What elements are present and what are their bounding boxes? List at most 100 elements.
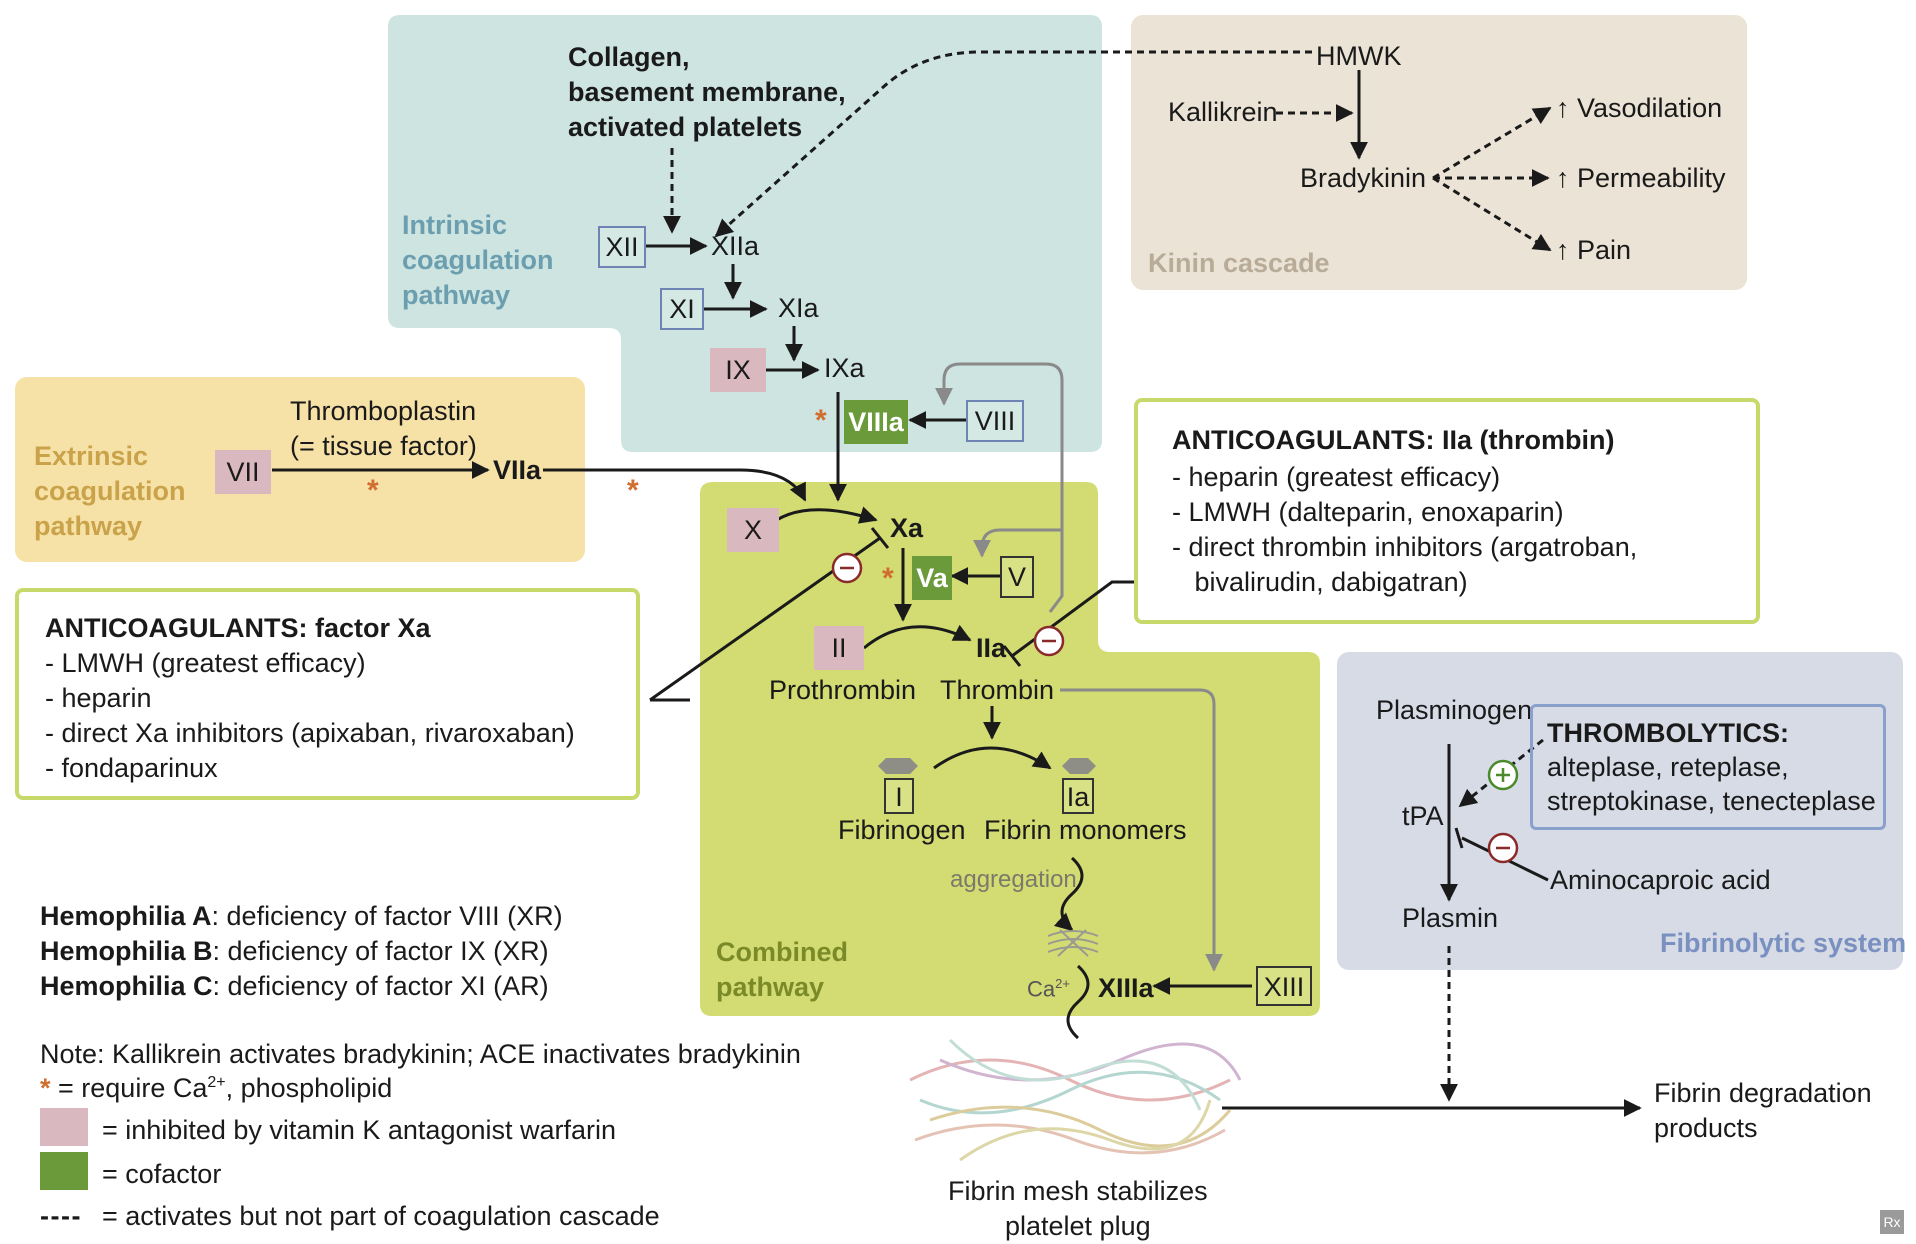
- thrombin-label: Thrombin: [940, 675, 1055, 705]
- arrow-thrombin-to-v: [973, 528, 1062, 558]
- legend-pink-text: = inhibited by vitamin K antagonist warf…: [102, 1115, 617, 1145]
- factor-i: I: [884, 778, 914, 814]
- factor-va: Va: [912, 556, 952, 600]
- hemophilia-b: Hemophilia B: deficiency of factor IX (X…: [40, 936, 549, 966]
- fibrin-hexagon: [1062, 758, 1096, 774]
- anticoagulants-iia-box: ANTICOAGULANTS: IIa (thrombin) - heparin…: [1134, 398, 1760, 624]
- arrow-ca-squiggle: [1066, 964, 1090, 1040]
- legend-note: Note: Kallikrein activates bradykinin; A…: [40, 1039, 801, 1069]
- factor-xi: XI: [660, 288, 704, 330]
- arrow-x-to-xa: [764, 506, 878, 530]
- fibrinogen-label: Fibrinogen: [838, 815, 966, 845]
- legend-star: * = require Ca2+, phospholipid: [40, 1073, 393, 1103]
- arrow-aggregation: [1053, 856, 1084, 932]
- star-xa: *: [882, 562, 894, 595]
- anticoag-xa-item: - direct Xa inhibitors (apixaban, rivaro…: [45, 718, 575, 748]
- factor-xa: Xa: [890, 513, 924, 543]
- anticoag-iia-item: - heparin (greatest efficacy): [1172, 462, 1501, 492]
- factor-xiii: XIII: [1256, 966, 1312, 1006]
- intrinsic-label: Intrinsic coagulation pathway: [402, 210, 554, 311]
- fibrinolytic-label: Fibrinolytic system: [1660, 928, 1907, 958]
- corner-rx-mark: Rx: [1880, 1210, 1904, 1234]
- fibrinolytic-region: [1337, 652, 1903, 970]
- fibrin-mesh-label: Fibrin mesh stabilizes platelet plug: [948, 1176, 1208, 1241]
- anticoag-xa-item: - heparin: [45, 683, 152, 713]
- fibrin-mesh-icon: [909, 1038, 1242, 1162]
- fibrinogen-hexagon: [878, 758, 918, 774]
- plus-circle-thrombolytics: [1487, 759, 1519, 791]
- legend-dashed-glyph: - - - -: [40, 1201, 81, 1231]
- kinin-label: Kinin cascade: [1148, 248, 1330, 278]
- fibrin-monomers-label: Fibrin monomers: [984, 815, 1187, 845]
- anticoagulants-xa-title: ANTICOAGULANTS: factor Xa: [45, 613, 431, 643]
- legend-green-swatch: [40, 1152, 88, 1190]
- thromboplastin-label: Thromboplastin (= tissue factor): [290, 396, 477, 461]
- factor-xii: XII: [598, 226, 646, 268]
- crosslink-fibers-icon: [1047, 929, 1099, 957]
- hmwk-label: HMWK: [1316, 41, 1402, 71]
- plasminogen-label: Plasminogen: [1376, 695, 1533, 725]
- thrombolytics-line1: alteplase, reteplase,: [1547, 752, 1789, 782]
- factor-xiia: XIIa: [711, 231, 760, 261]
- anticoag-xa-item: - fondaparinux: [45, 753, 218, 783]
- factor-xia: XIa: [778, 293, 819, 323]
- minus-circle-xa: [831, 552, 863, 584]
- aminocaproic-label: Aminocaproic acid: [1550, 865, 1771, 895]
- hemophilia-c: Hemophilia C: deficiency of factor XI (A…: [40, 971, 549, 1001]
- star-viia: *: [627, 474, 639, 507]
- arrow-i-to-ia: [933, 746, 1052, 770]
- anticoag-iia-item: bivalirudin, dabigatran): [1172, 567, 1468, 597]
- factor-x: X: [727, 508, 779, 552]
- vasodilation-label: ↑ Vasodilation: [1556, 93, 1723, 123]
- pain-label: ↑ Pain: [1556, 235, 1632, 265]
- intrinsic-region: [388, 15, 1102, 452]
- factor-ixa: IXa: [824, 353, 865, 383]
- plasmin-label: Plasmin: [1402, 903, 1499, 933]
- bradykinin-label: Bradykinin: [1300, 163, 1427, 193]
- permeability-label: ↑ Permeability: [1556, 163, 1726, 193]
- star-vii: *: [367, 474, 379, 507]
- factor-ix: IX: [710, 348, 766, 392]
- thrombolytics-box: THROMBOLYTICS: alteplase, reteplase, str…: [1530, 704, 1886, 830]
- factor-ii: II: [814, 626, 864, 670]
- aminocaproic-inhibitor-bar: [1454, 827, 1464, 849]
- iia-inhibitor-bar: [1002, 645, 1022, 667]
- kinin-region: [1131, 15, 1747, 290]
- arrow-ii-to-iia: [863, 624, 972, 650]
- hemophilia-a: Hemophilia A: deficiency of factor VIII …: [40, 901, 563, 931]
- aggregation-label: aggregation: [950, 866, 1077, 893]
- factor-vii: VII: [215, 450, 271, 494]
- factor-viia: VIIa: [493, 455, 542, 485]
- arrow-bradykinin-pain: [1432, 176, 1552, 252]
- intrinsic-trigger: Collagen, basement membrane, activated p…: [568, 42, 846, 142]
- factor-iia: IIa: [976, 633, 1007, 663]
- factor-ia: Ia: [1062, 778, 1094, 814]
- thrombolytics-title: THROMBOLYTICS:: [1547, 718, 1789, 748]
- factor-viiia: VIIIa: [844, 400, 908, 444]
- calcium-label: Ca2+: [1027, 976, 1070, 1002]
- minus-circle-iia: [1033, 625, 1065, 657]
- legend-green-text: = cofactor: [102, 1159, 222, 1189]
- extrinsic-label: Extrinsic coagulation pathway: [34, 441, 186, 542]
- kallikrein-label: Kallikrein: [1168, 97, 1278, 127]
- legend-dashed-text: = activates but not part of coagulation …: [102, 1201, 660, 1231]
- thrombolytics-line2: streptokinase, tenecteplase: [1547, 786, 1876, 816]
- arrow-thrombin-to-xiii: [1060, 688, 1223, 972]
- combined-label: Combined pathway: [716, 937, 848, 1003]
- anticoag-xa-item: - LMWH (greatest efficacy): [45, 648, 366, 678]
- arrow-bradykinin-vasodilation: [1432, 106, 1552, 180]
- anticoag-iia-item: - LMWH (dalteparin, enoxaparin): [1172, 497, 1564, 527]
- factor-v: V: [1000, 556, 1034, 598]
- arrow-thrombin-to-viii: [935, 362, 1064, 613]
- arrow-hmwk-to-xiia: [714, 50, 1312, 238]
- xa-inhibitor-bar: [870, 527, 890, 549]
- legend-pink-swatch: [40, 1108, 88, 1146]
- star-ixa: *: [815, 404, 827, 437]
- tpa-label: tPA: [1402, 801, 1444, 831]
- arrow-viia-to-xa: [543, 468, 807, 502]
- anticoag-iia-item: - direct thrombin inhibitors (argatroban…: [1172, 532, 1638, 562]
- anticoagulants-xa-box: ANTICOAGULANTS: factor Xa - LMWH (greate…: [15, 588, 640, 800]
- fdp-label: Fibrin degradation products: [1654, 1078, 1872, 1143]
- factor-viii: VIII: [966, 400, 1024, 442]
